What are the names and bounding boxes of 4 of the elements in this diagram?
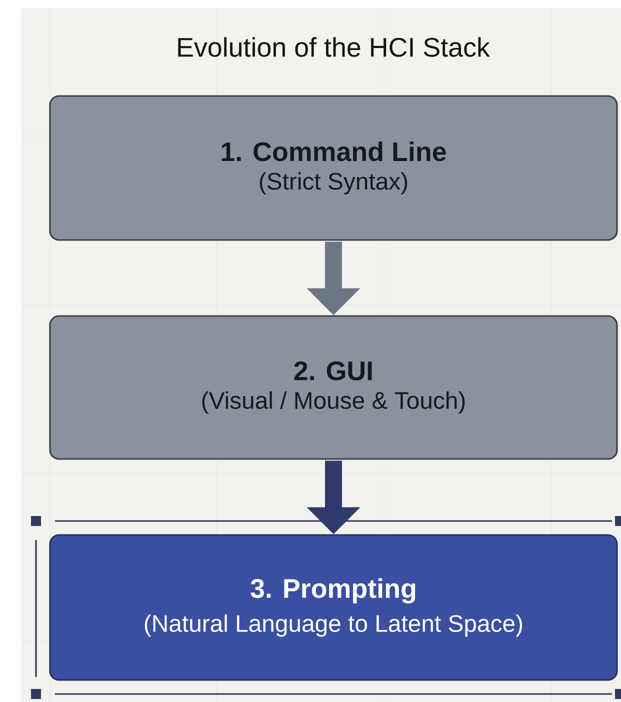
stage-box: 1. Command Line (Strict Syntax) [49, 95, 618, 241]
stage-box: 2. GUI (Visual / Mouse & Touch) [49, 315, 618, 460]
title: Evolution of the HCI Stack [178, 37, 490, 57]
stage-box: 3. Prompting (Natural Language to Latent Space) [49, 534, 618, 681]
